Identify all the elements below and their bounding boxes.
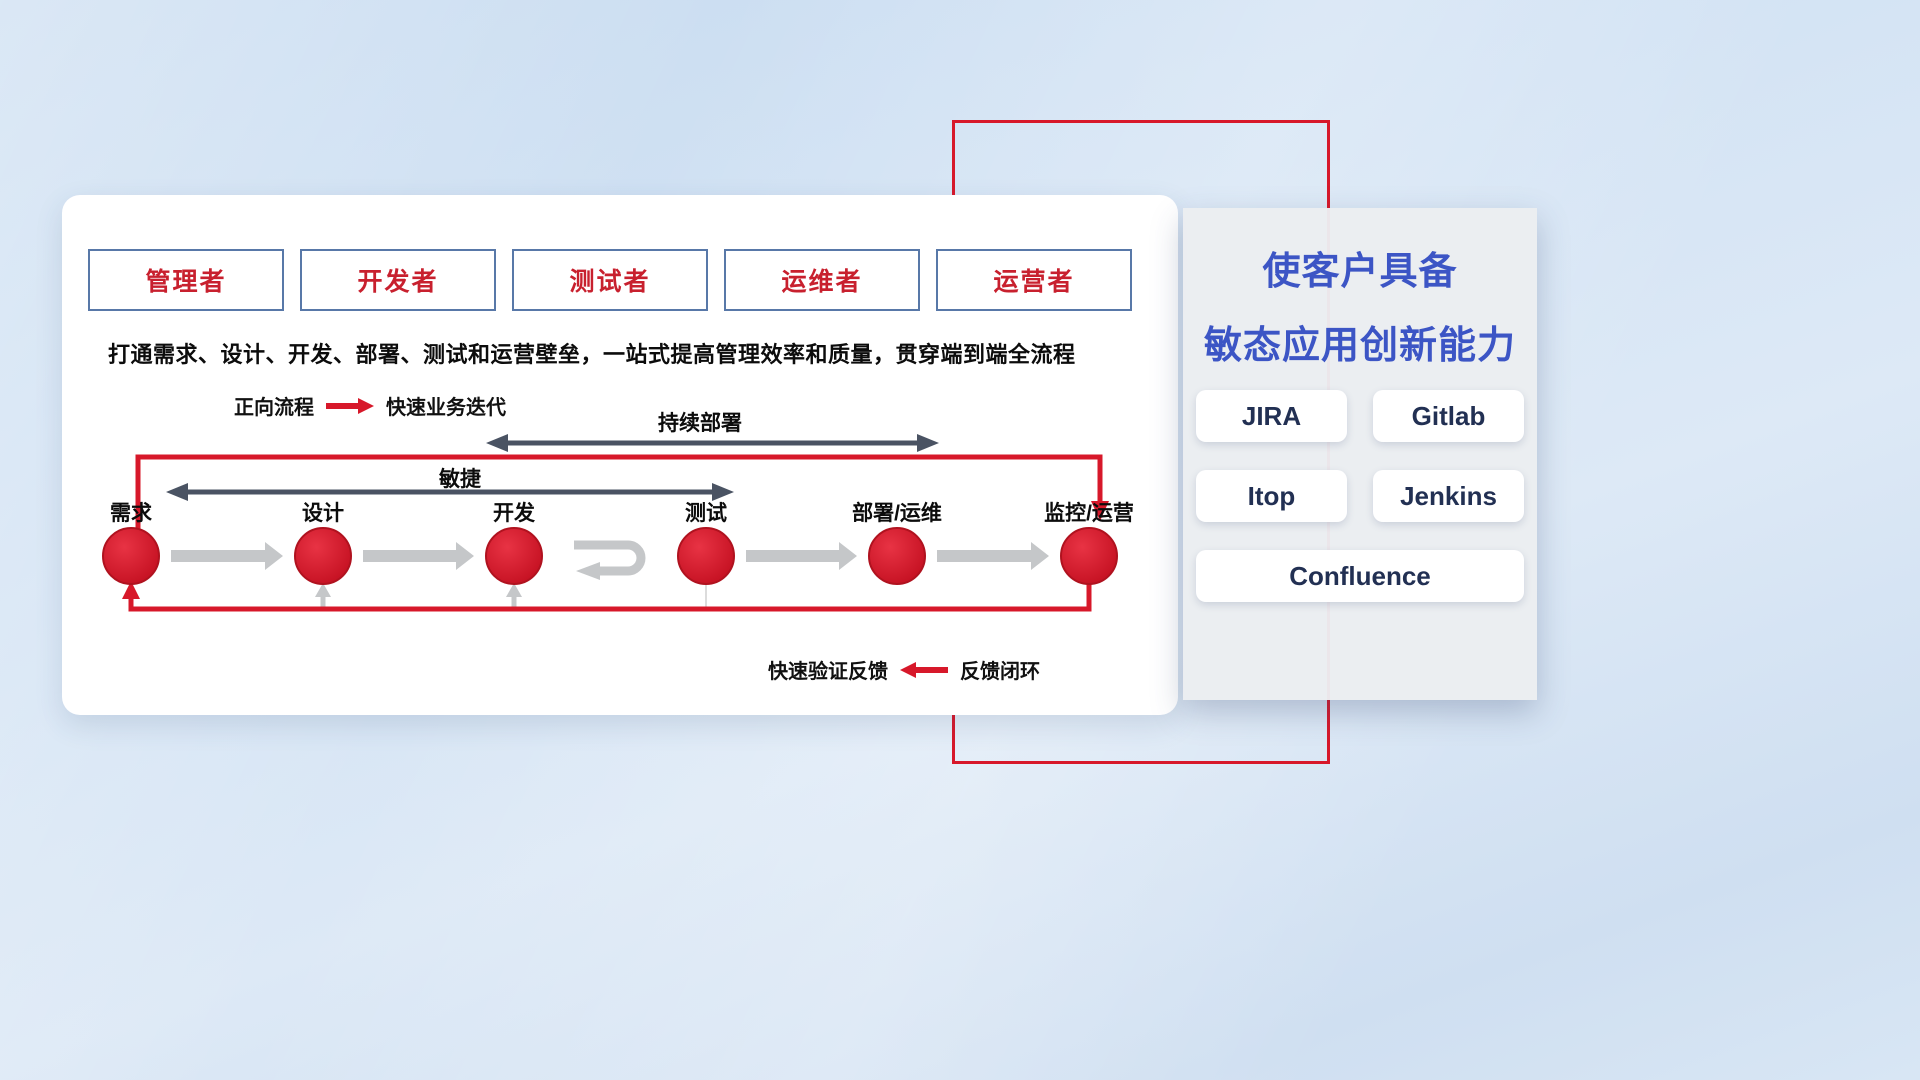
stage-circle-testing bbox=[677, 527, 735, 585]
forward-legend-label: 正向流程 bbox=[234, 397, 314, 419]
stage-circle-monitor-operate bbox=[1060, 527, 1118, 585]
agile-arrowhead-icon bbox=[712, 483, 734, 501]
capability-panel: 使客户具备 敏态应用创新能力 JIRA Gitlab Itop Jenkins … bbox=[1183, 208, 1537, 700]
gray-arrow-icon bbox=[937, 542, 1049, 570]
role-box-operator: 运营者 bbox=[936, 249, 1132, 311]
stage-circle-deploy-ops bbox=[868, 527, 926, 585]
feedback-legend: 快速验证反馈 反馈闭环 bbox=[768, 655, 1040, 684]
loop-back-icon bbox=[574, 540, 646, 576]
tool-badge-jenkins: Jenkins bbox=[1373, 470, 1524, 522]
stage-circle-development bbox=[485, 527, 543, 585]
role-box-manager: 管理者 bbox=[88, 249, 284, 311]
role-label: 测试者 bbox=[569, 268, 651, 296]
panel-title-line1: 使客户具备 bbox=[1262, 251, 1458, 293]
right-arrow-icon bbox=[326, 397, 374, 414]
role-label: 运营者 bbox=[993, 268, 1075, 296]
agile-label: 敏捷 bbox=[439, 468, 481, 491]
feedback-legend-value: 反馈闭环 bbox=[960, 661, 1040, 683]
gray-arrow-icon bbox=[363, 542, 474, 570]
stage-label-requirements: 需求 bbox=[110, 502, 152, 525]
stage-label-testing: 测试 bbox=[685, 502, 727, 525]
red-feedback-loop-line bbox=[128, 583, 1092, 612]
stage-circle-requirements bbox=[102, 527, 160, 585]
stage-label-deploy-ops: 部署/运维 bbox=[852, 502, 942, 525]
continuous-deploy-arrowhead-icon bbox=[486, 434, 508, 452]
gray-arrow-icon bbox=[746, 542, 857, 570]
gray-arrow-icon bbox=[171, 542, 283, 570]
role-label: 运维者 bbox=[781, 268, 863, 296]
role-box-developer: 开发者 bbox=[300, 249, 496, 311]
stage-label-design: 设计 bbox=[302, 502, 344, 525]
forward-legend: 正向流程 快速业务迭代 bbox=[234, 391, 506, 420]
role-box-ops: 运维者 bbox=[724, 249, 920, 311]
role-label: 开发者 bbox=[357, 268, 439, 296]
feedback-stub-arrowhead-icon bbox=[315, 583, 331, 597]
stage-circle-design bbox=[294, 527, 352, 585]
roles-row: 管理者 开发者 测试者 运维者 运营者 bbox=[88, 249, 1132, 311]
feedback-stub-arrowhead-icon bbox=[506, 583, 522, 597]
role-label: 管理者 bbox=[145, 268, 227, 296]
role-box-tester: 测试者 bbox=[512, 249, 708, 311]
continuous-deploy-label: 持续部署 bbox=[658, 412, 742, 435]
stage-label-development: 开发 bbox=[493, 502, 535, 525]
feedback-legend-label: 快速验证反馈 bbox=[768, 661, 888, 683]
stage-label-monitor-operate: 监控/运营 bbox=[1044, 502, 1134, 525]
tool-badge-gitlab: Gitlab bbox=[1373, 390, 1524, 442]
tool-badge-jira: JIRA bbox=[1196, 390, 1347, 442]
left-arrow-icon bbox=[900, 661, 948, 678]
agile-arrowhead-icon bbox=[166, 483, 188, 501]
tool-grid: JIRA Gitlab Itop Jenkins Confluence bbox=[1196, 390, 1524, 602]
red-forward-arrowhead-icon bbox=[1091, 501, 1109, 521]
flow-description: 打通需求、设计、开发、部署、测试和运营壁垒，一站式提高管理效率和质量，贯穿端到端… bbox=[108, 342, 1076, 367]
panel-title-line2: 敏态应用创新能力 bbox=[1203, 325, 1516, 367]
flow-diagram bbox=[102, 434, 1118, 612]
tool-badge-confluence: Confluence bbox=[1196, 550, 1524, 602]
red-feedback-arrowhead-icon bbox=[122, 581, 140, 599]
tool-badge-itop: Itop bbox=[1196, 470, 1347, 522]
continuous-deploy-arrowhead-icon bbox=[917, 434, 939, 452]
forward-legend-value: 快速业务迭代 bbox=[386, 397, 506, 419]
devops-flow-card: 管理者 开发者 测试者 运维者 运营者 打通需求、设计、开发、部署、测试和运营壁… bbox=[62, 195, 1178, 715]
red-forward-loop-line bbox=[135, 454, 1103, 531]
loop-back-arrowhead-icon bbox=[576, 562, 600, 580]
